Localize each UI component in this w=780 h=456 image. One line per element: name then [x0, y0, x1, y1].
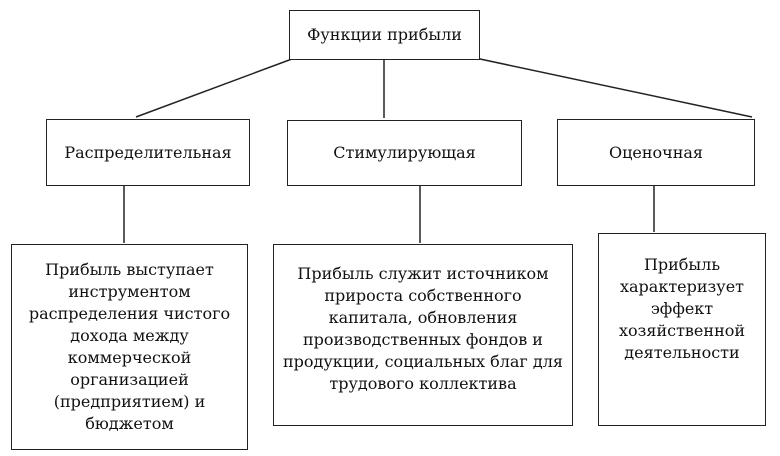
description-distributive: Прибыль выступает инструментом распредел…	[28, 260, 231, 433]
description-box-stimulating: Прибыль служит источником прироста собст…	[273, 244, 573, 426]
function-box-stimulating: Стимулирующая	[287, 120, 522, 186]
root-box: Функции прибыли	[289, 10, 480, 60]
function-label-stimulating: Стимулирующая	[333, 143, 476, 162]
description-box-distributive: Прибыль выступает инструментом распредел…	[11, 244, 248, 450]
description-stimulating: Прибыль служит источником прироста собст…	[283, 264, 563, 393]
function-box-evaluative: Оценочная	[557, 119, 755, 186]
function-label-distributive: Распределительная	[64, 142, 232, 162]
root-label: Функции прибыли	[307, 25, 462, 44]
function-label-evaluative: Оценочная	[608, 142, 704, 162]
connector-root-to-distributive	[135, 55, 301, 118]
connector-root-to-evaluative	[465, 55, 753, 118]
function-box-distributive: Распределительная	[46, 119, 250, 186]
description-evaluative: Прибыль характеризует эффект хозяйственн…	[618, 255, 746, 362]
description-box-evaluative: Прибыль характеризует эффект хозяйственн…	[598, 233, 766, 426]
